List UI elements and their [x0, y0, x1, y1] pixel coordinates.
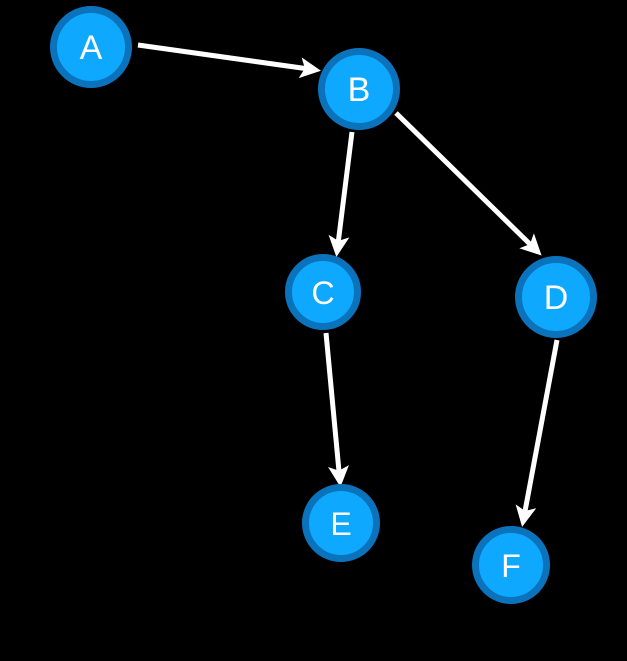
node-label-e: E [330, 506, 351, 542]
node-label-d: D [544, 279, 569, 317]
node-label-a: A [80, 29, 103, 67]
node-circle-e [302, 484, 380, 562]
graph-edge-b-to-c [328, 131, 355, 257]
graph-edge-c-to-e [323, 332, 349, 487]
edges-layer [137, 42, 560, 527]
graph-edge-b-to-d [394, 111, 542, 256]
graph-node-e[interactable]: E [302, 484, 380, 562]
node-circle-d [515, 256, 597, 338]
node-label-b: B [348, 71, 371, 109]
node-circle-b [318, 48, 400, 130]
node-circle-c [285, 254, 361, 330]
node-label-c: C [311, 275, 334, 311]
graph-node-b[interactable]: B [318, 48, 400, 130]
graph-edge-d-to-f [515, 339, 560, 527]
graph-node-d[interactable]: D [515, 256, 597, 338]
node-circle-f [472, 526, 550, 604]
nodes-layer: A B C D E F [50, 6, 597, 604]
node-circle-a [50, 6, 132, 88]
graph-node-c[interactable]: C [285, 254, 361, 330]
graph-node-f[interactable]: F [472, 526, 550, 604]
graph-node-a[interactable]: A [50, 6, 132, 88]
graph-edge-a-to-b [137, 42, 321, 79]
node-label-f: F [501, 548, 521, 584]
